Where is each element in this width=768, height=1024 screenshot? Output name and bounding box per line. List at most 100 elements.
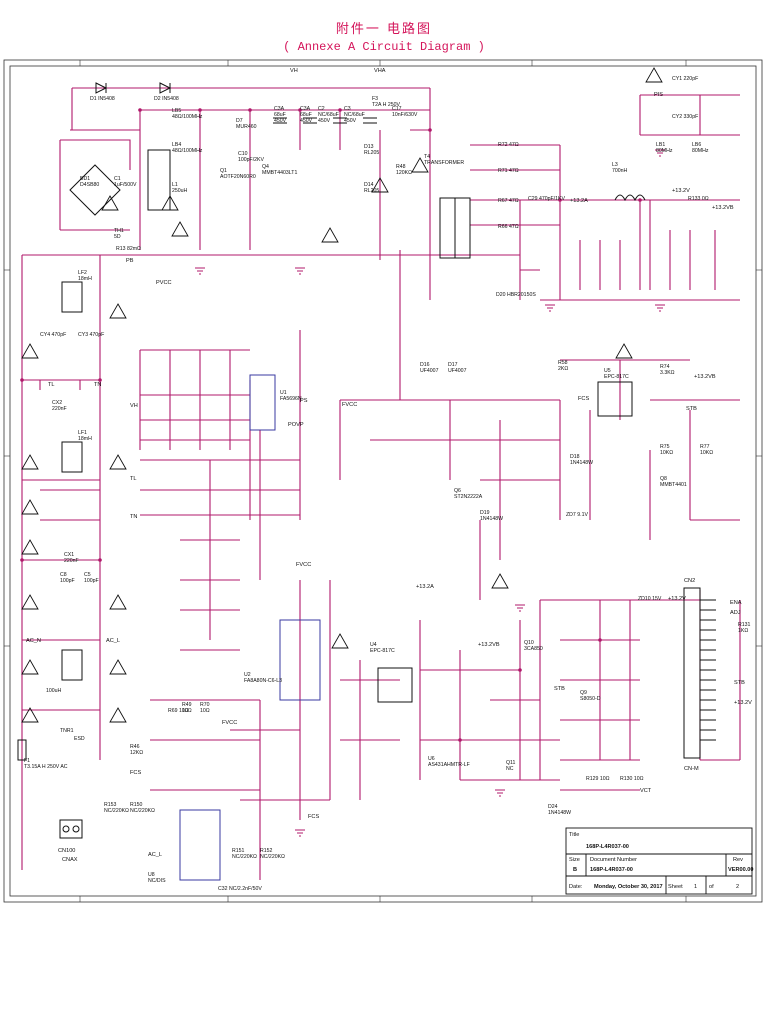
net-fcs: FCS [130,770,141,776]
net-pb: PB [126,258,134,264]
ref-cy2: CY2 330pF [672,114,698,120]
ref-r130: R130 10Ω [620,776,644,782]
net-pis: PIS [654,92,663,98]
net-fcs-2: FCS [308,814,319,820]
label-cn100: CN100 [58,848,75,854]
ref-r69: R69 10Ω [168,708,189,714]
net-13vb: +13.2VB [712,205,734,211]
tb-docnum-label: Document Number [590,857,637,863]
ref-r72: R72 47Ω [498,142,519,148]
net-stb: STB [686,406,697,412]
inductor-l1 [147,149,171,211]
ref-d2: D2 IN5408 [154,96,179,102]
net-povp: POVP [288,422,304,428]
tb-rev-value: VER00.00 [728,867,754,873]
tb-sheet-value: 1 [694,884,697,890]
label-cnm: CN-M [684,766,699,772]
fuse-f1 [17,739,27,761]
ref-c29: C29 470pF/1KV [528,196,565,202]
ref-r133: R133 0Ω [688,196,709,202]
ref-d1: D1 IN5408 [90,96,115,102]
tb-size-label: Size [569,857,580,863]
net-fvcc-3: FVCC [342,402,357,408]
net-ena: ENA [730,600,742,606]
tb-of-label: of [709,884,714,890]
tb-of-value: 2 [736,884,739,890]
net-tn: TN [94,382,101,388]
connector-cn100-body [59,819,83,839]
net-13v-3: +13.2V [734,700,752,706]
tb-title-label: Title [569,832,579,838]
net-ac-n: AC_N [26,638,41,644]
net-13vb-2: +13.2VB [694,374,716,380]
schematic-frame [3,59,763,903]
net-fcs-3: FCS [578,396,589,402]
bulk-capacitors [273,117,377,124]
ref-cy4: CY4 470pF [40,332,66,338]
tb-date-value: Monday, October 30, 2017 [594,884,663,890]
diode-d1 [95,82,108,94]
net-stb-2: STB [554,686,565,692]
net-tl-2: TL [130,476,137,482]
opto-u5 [597,381,633,417]
choke-lf1 [61,441,83,473]
net-fvcc: FVCC [296,562,311,568]
ic-u2 [279,619,321,701]
opto-u4 [377,667,413,703]
tb-sheet-label: Sheet [668,884,683,890]
net-vh: VH [290,68,298,74]
net-13vb-3: +13.2VB [478,642,500,648]
net-13v-2: +13.2V [668,596,686,602]
ref-r13: R13 82mΩ [116,246,141,252]
tb-rev-label: Rev [733,857,743,863]
ref-r129: R129 10Ω [586,776,610,782]
junction-dots [20,108,642,742]
page-title-chinese: 附件一 电路图 [335,22,433,37]
page-title-english: ( Annexe A Circuit Diagram ) [283,40,485,54]
tb-size-value: B [573,867,577,873]
net-vh-2: VH [130,403,138,409]
net-ps: PS [300,398,308,404]
net-ac-l: AC_L [106,638,120,644]
label-cnax: CNAX [62,857,78,863]
label-cn2: CN2 [684,578,695,584]
ref-zd10: ZD10 15V [638,596,662,602]
